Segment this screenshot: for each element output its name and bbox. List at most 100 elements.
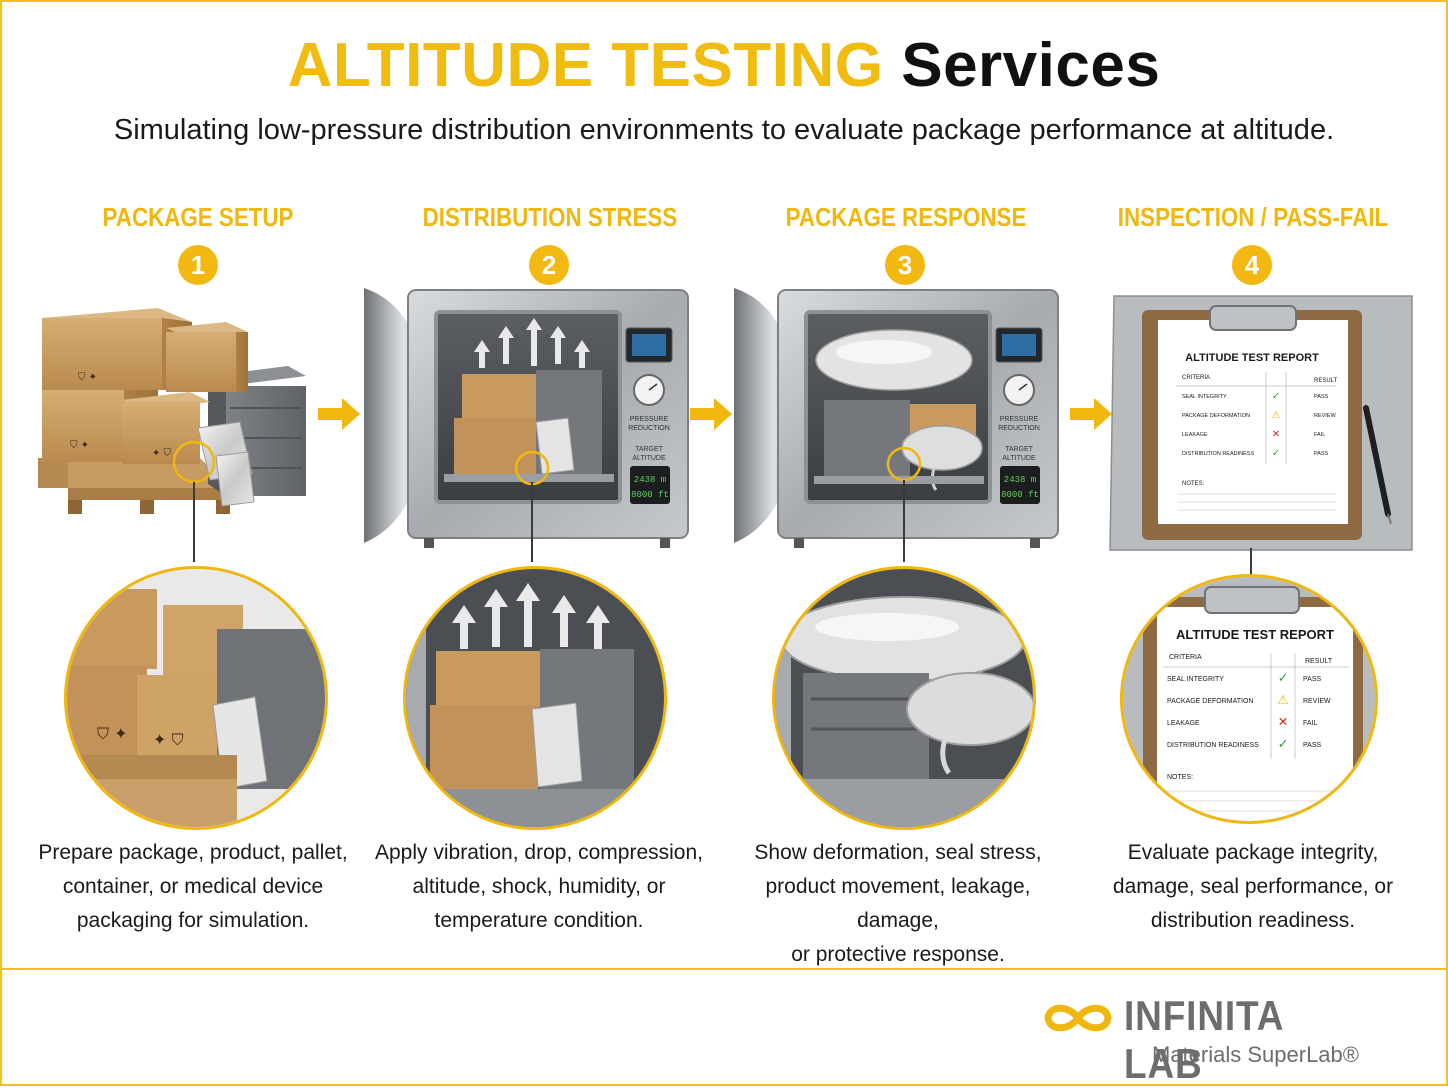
description-line: packaging for simulation. bbox=[76, 909, 310, 932]
callout-line bbox=[1250, 548, 1252, 578]
altitude-chamber-illustration: PRESSURE REDUCTION TARGET ALTITUDE 2438 … bbox=[364, 288, 689, 548]
logo-brand: INFINITA LAB bbox=[1124, 992, 1283, 1087]
target-label-1: TARGET bbox=[635, 446, 664, 453]
description-line: product movement, leakage, damage, bbox=[765, 875, 1031, 932]
pressure-label-2: REDUCTION bbox=[628, 425, 670, 432]
readout-feet: 8000 ft bbox=[631, 490, 669, 500]
svg-text:✦ ⛉: ✦ ⛉ bbox=[153, 730, 184, 749]
zoom-circle-package-response bbox=[772, 566, 1036, 830]
title-rest: Services bbox=[901, 31, 1161, 100]
pressure-label-1: PRESSURE bbox=[630, 416, 669, 423]
arrow-right-icon bbox=[1070, 398, 1112, 430]
report-criteria: LEAKAGE bbox=[1167, 720, 1200, 727]
readout-meters: 2438 m bbox=[1004, 475, 1036, 485]
description-line: distribution readiness. bbox=[1150, 909, 1356, 932]
step-1-title: PACKAGE SETUP bbox=[102, 202, 294, 232]
svg-text:⛉ ✦: ⛉ ✦ bbox=[70, 440, 89, 451]
result-mark-icon: ✕ bbox=[1278, 714, 1289, 729]
report-criteria: PACKAGE DEFORMATION bbox=[1167, 698, 1253, 705]
foil-pouches bbox=[197, 421, 255, 507]
report-col-result: RESULT bbox=[1314, 378, 1338, 384]
report-result: PASS bbox=[1314, 394, 1329, 400]
readout-meters: 2438 m bbox=[634, 475, 666, 485]
svg-text:⛉ ✦: ⛉ ✦ bbox=[78, 372, 97, 383]
report-result: PASS bbox=[1303, 742, 1321, 749]
step-2-number: 2 bbox=[529, 245, 569, 285]
page-subtitle: Simulating low-pressure distribution env… bbox=[113, 114, 1335, 146]
report-rows: SEAL INTEGRITY ✓ PASS PACKAGE DEFORMATION ⚠ R… bbox=[1167, 670, 1331, 751]
pressure-label-1: PRESSURE bbox=[1000, 416, 1039, 423]
result-mark-icon: ⚠ bbox=[1277, 692, 1288, 707]
inspection-report-illustration: ALTITUDE TEST REPORT CRITERIA RESULT SEA… bbox=[1109, 295, 1413, 551]
result-mark-icon: ⚠ bbox=[1272, 410, 1281, 421]
report-criteria: SEAL INTEGRITY bbox=[1167, 676, 1224, 683]
description-line: container, or medical device bbox=[62, 875, 324, 898]
target-label-2: ALTITUDE bbox=[1002, 455, 1036, 462]
description-line: or protective response. bbox=[791, 943, 1005, 966]
package-response-illustration: PRESSURE REDUCTION TARGET ALTITUDE 2438 … bbox=[734, 288, 1059, 548]
report-col-result: RESULT bbox=[1305, 658, 1333, 665]
package-setup-illustration: ⛉ ✦ ⛉ ✦ ✦ ⛉ bbox=[38, 308, 306, 514]
pallet bbox=[38, 458, 230, 514]
step-2-description: Apply vibration, drop, compression, alti… bbox=[374, 836, 704, 938]
result-mark-icon: ✓ bbox=[1272, 448, 1280, 459]
report-title: ALTITUDE TEST REPORT bbox=[1176, 627, 1334, 642]
description-line: Prepare package, product, pallet, bbox=[38, 841, 348, 864]
svg-text:✦ ⛉: ✦ ⛉ bbox=[152, 448, 172, 459]
report-result: PASS bbox=[1314, 451, 1329, 457]
pressure-label-2: REDUCTION bbox=[998, 425, 1040, 432]
report-title: ALTITUDE TEST REPORT bbox=[1185, 352, 1319, 364]
report-criteria: DISTRIBUTION READINESS bbox=[1182, 451, 1254, 457]
step-1-number: 1 bbox=[178, 245, 218, 285]
report-result: REVIEW bbox=[1303, 698, 1331, 705]
pressure-arrows bbox=[474, 318, 590, 368]
report-result: FAIL bbox=[1314, 432, 1325, 438]
report-result: REVIEW bbox=[1314, 413, 1337, 419]
result-mark-icon: ✓ bbox=[1278, 736, 1289, 751]
result-mark-icon: ✓ bbox=[1272, 391, 1280, 402]
description-line: altitude, shock, humidity, or bbox=[412, 875, 666, 898]
description-line: Evaluate package integrity, bbox=[1127, 841, 1379, 864]
description-line: damage, seal performance, or bbox=[1112, 875, 1394, 898]
arrow-right-icon bbox=[690, 398, 732, 430]
altitude-readout bbox=[630, 466, 670, 504]
step-3-number: 3 bbox=[885, 245, 925, 285]
step-2-title: DISTRIBUTION STRESS bbox=[422, 202, 678, 232]
report-col-criteria: CRITERIA bbox=[1182, 375, 1210, 381]
step-3-title: PACKAGE RESPONSE bbox=[785, 202, 1027, 232]
report-criteria: PACKAGE DEFORMATION bbox=[1182, 413, 1250, 419]
report-criteria: LEAKAGE bbox=[1182, 432, 1208, 438]
target-label-2: ALTITUDE bbox=[632, 455, 666, 462]
zoom-circle-distribution-stress bbox=[403, 566, 667, 830]
step-1-description: Prepare package, product, pallet, contai… bbox=[28, 836, 358, 938]
step-3-description: Show deformation, seal stress, product m… bbox=[733, 836, 1063, 972]
callout-line bbox=[903, 480, 905, 562]
pen bbox=[1363, 405, 1391, 517]
page-title: ALTITUDE TESTING Services bbox=[0, 30, 1448, 101]
zoom-circle-package-setup: ⛉ ✦ ✦ ⛉ bbox=[64, 566, 328, 830]
step-4-title: INSPECTION / PASS-FAIL bbox=[1117, 202, 1389, 232]
leaking-pouch bbox=[901, 425, 983, 471]
step-4-description: Evaluate package integrity, damage, seal… bbox=[1088, 836, 1418, 938]
arrow-right-icon bbox=[318, 398, 360, 430]
cardboard-boxes: ⛉ ✦ ⛉ ✦ ✦ ⛉ bbox=[42, 308, 248, 464]
callout-line bbox=[193, 482, 195, 562]
footer-divider bbox=[0, 968, 1448, 970]
report-criteria: DISTRIBUTION READINESS bbox=[1167, 742, 1259, 749]
zoom-circle-inspection: ALTITUDE TEST REPORT CRITERIA RESULT SEA… bbox=[1120, 574, 1378, 824]
target-label-1: TARGET bbox=[1005, 446, 1034, 453]
svg-text:⛉ ✦: ⛉ ✦ bbox=[97, 724, 128, 743]
report-result: PASS bbox=[1303, 676, 1321, 683]
result-mark-icon: ✕ bbox=[1272, 429, 1280, 440]
report-col-criteria: CRITERIA bbox=[1169, 654, 1202, 661]
infinity-icon bbox=[1044, 1004, 1112, 1032]
report-notes-label: NOTES: bbox=[1167, 774, 1193, 781]
result-mark-icon: ✓ bbox=[1278, 670, 1289, 685]
title-accent: ALTITUDE TESTING bbox=[287, 31, 884, 100]
description-line: temperature condition. bbox=[434, 909, 644, 932]
description-line: Show deformation, seal stress, bbox=[754, 841, 1042, 864]
readout-feet: 8000 ft bbox=[1001, 490, 1039, 500]
logo-tagline: Materials SuperLab® bbox=[1152, 1042, 1359, 1067]
